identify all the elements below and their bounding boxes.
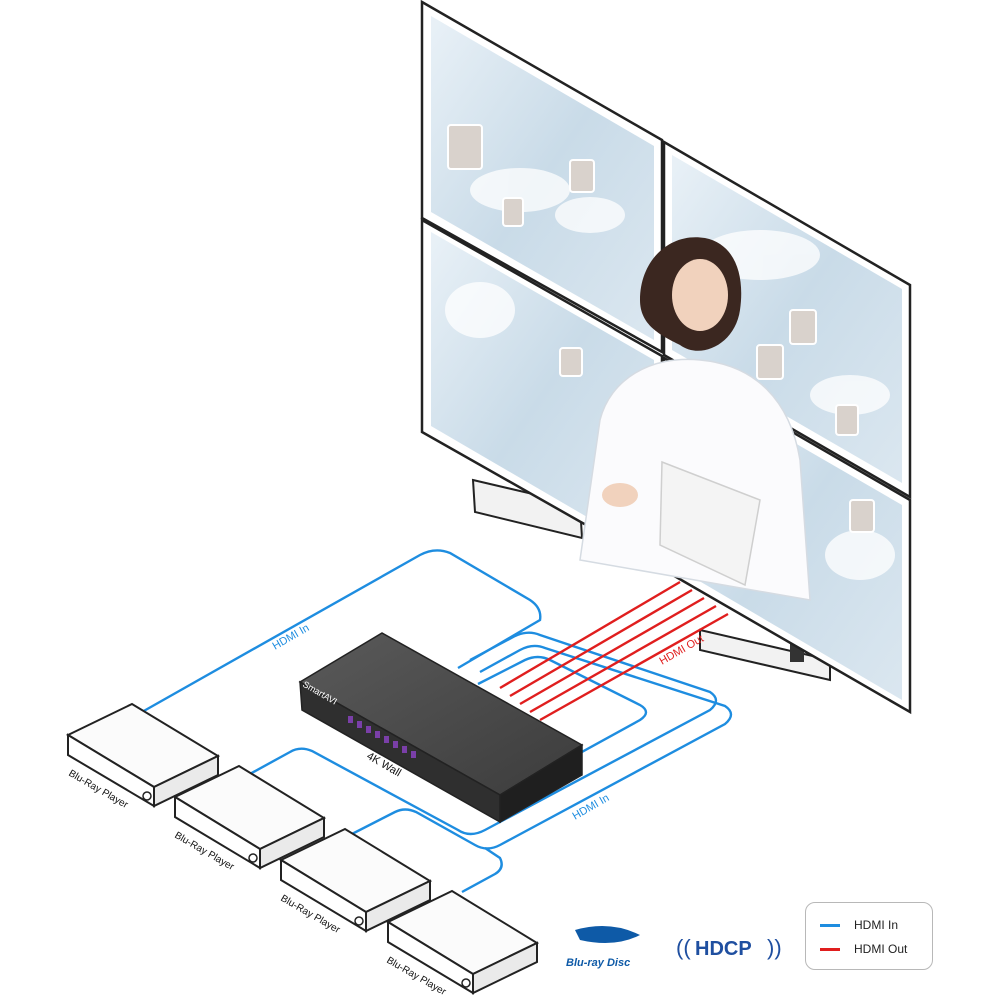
legend-item-hdmi-in: HDMI In — [820, 917, 898, 933]
legend-swatch-hdmi-out — [820, 947, 840, 951]
hdmi-out-cable-1 — [499, 580, 681, 690]
hdmi-out-cables — [499, 580, 729, 722]
hdmi-in-cable-5 — [477, 655, 648, 788]
legend: HDMI In HDMI Out — [805, 902, 933, 970]
hdmi-in-cable-4 — [461, 847, 503, 894]
device-led-buttons — [348, 716, 416, 758]
hdcp-right-waves: )) — [767, 935, 782, 960]
hdcp-logo: (( HDCP )) — [676, 935, 782, 960]
bluray-player-4: Blu-Ray Player — [385, 889, 540, 998]
legend-label-hdmi-in: HDMI In — [854, 918, 899, 932]
hdmi-out-cable-2 — [509, 588, 693, 698]
legend-label-hdmi-out: HDMI Out — [854, 942, 908, 956]
hdmi-in-cable-3 — [349, 644, 733, 850]
hdmi-in-cable-2 — [247, 631, 718, 836]
video-wall-controller: SmartAVI 4K Wall — [298, 632, 584, 824]
avatar-thumbnails — [447, 124, 875, 533]
hdmi-in-cables — [141, 549, 733, 894]
bluray-logo-text: Blu-ray Disc — [566, 957, 630, 969]
legend-item-hdmi-out: HDMI Out — [820, 941, 907, 957]
hdmi-out-cable-5 — [539, 612, 729, 722]
video-wall — [420, 0, 912, 715]
presenter-figure — [579, 237, 811, 601]
bluray-player-3: Blu-Ray Player — [279, 827, 433, 936]
hdmi-out-cable-4 — [529, 604, 717, 714]
bluray-logo: Blu-ray Disc — [566, 926, 640, 969]
hdmi-out-cable-3 — [519, 596, 705, 706]
hdcp-left-waves: (( — [676, 935, 691, 960]
hdcp-logo-text: HDCP — [695, 938, 752, 960]
world-map-graphic — [445, 168, 895, 580]
hdmi-in-cable-1 — [141, 549, 542, 714]
legend-swatch-hdmi-in — [820, 923, 840, 927]
